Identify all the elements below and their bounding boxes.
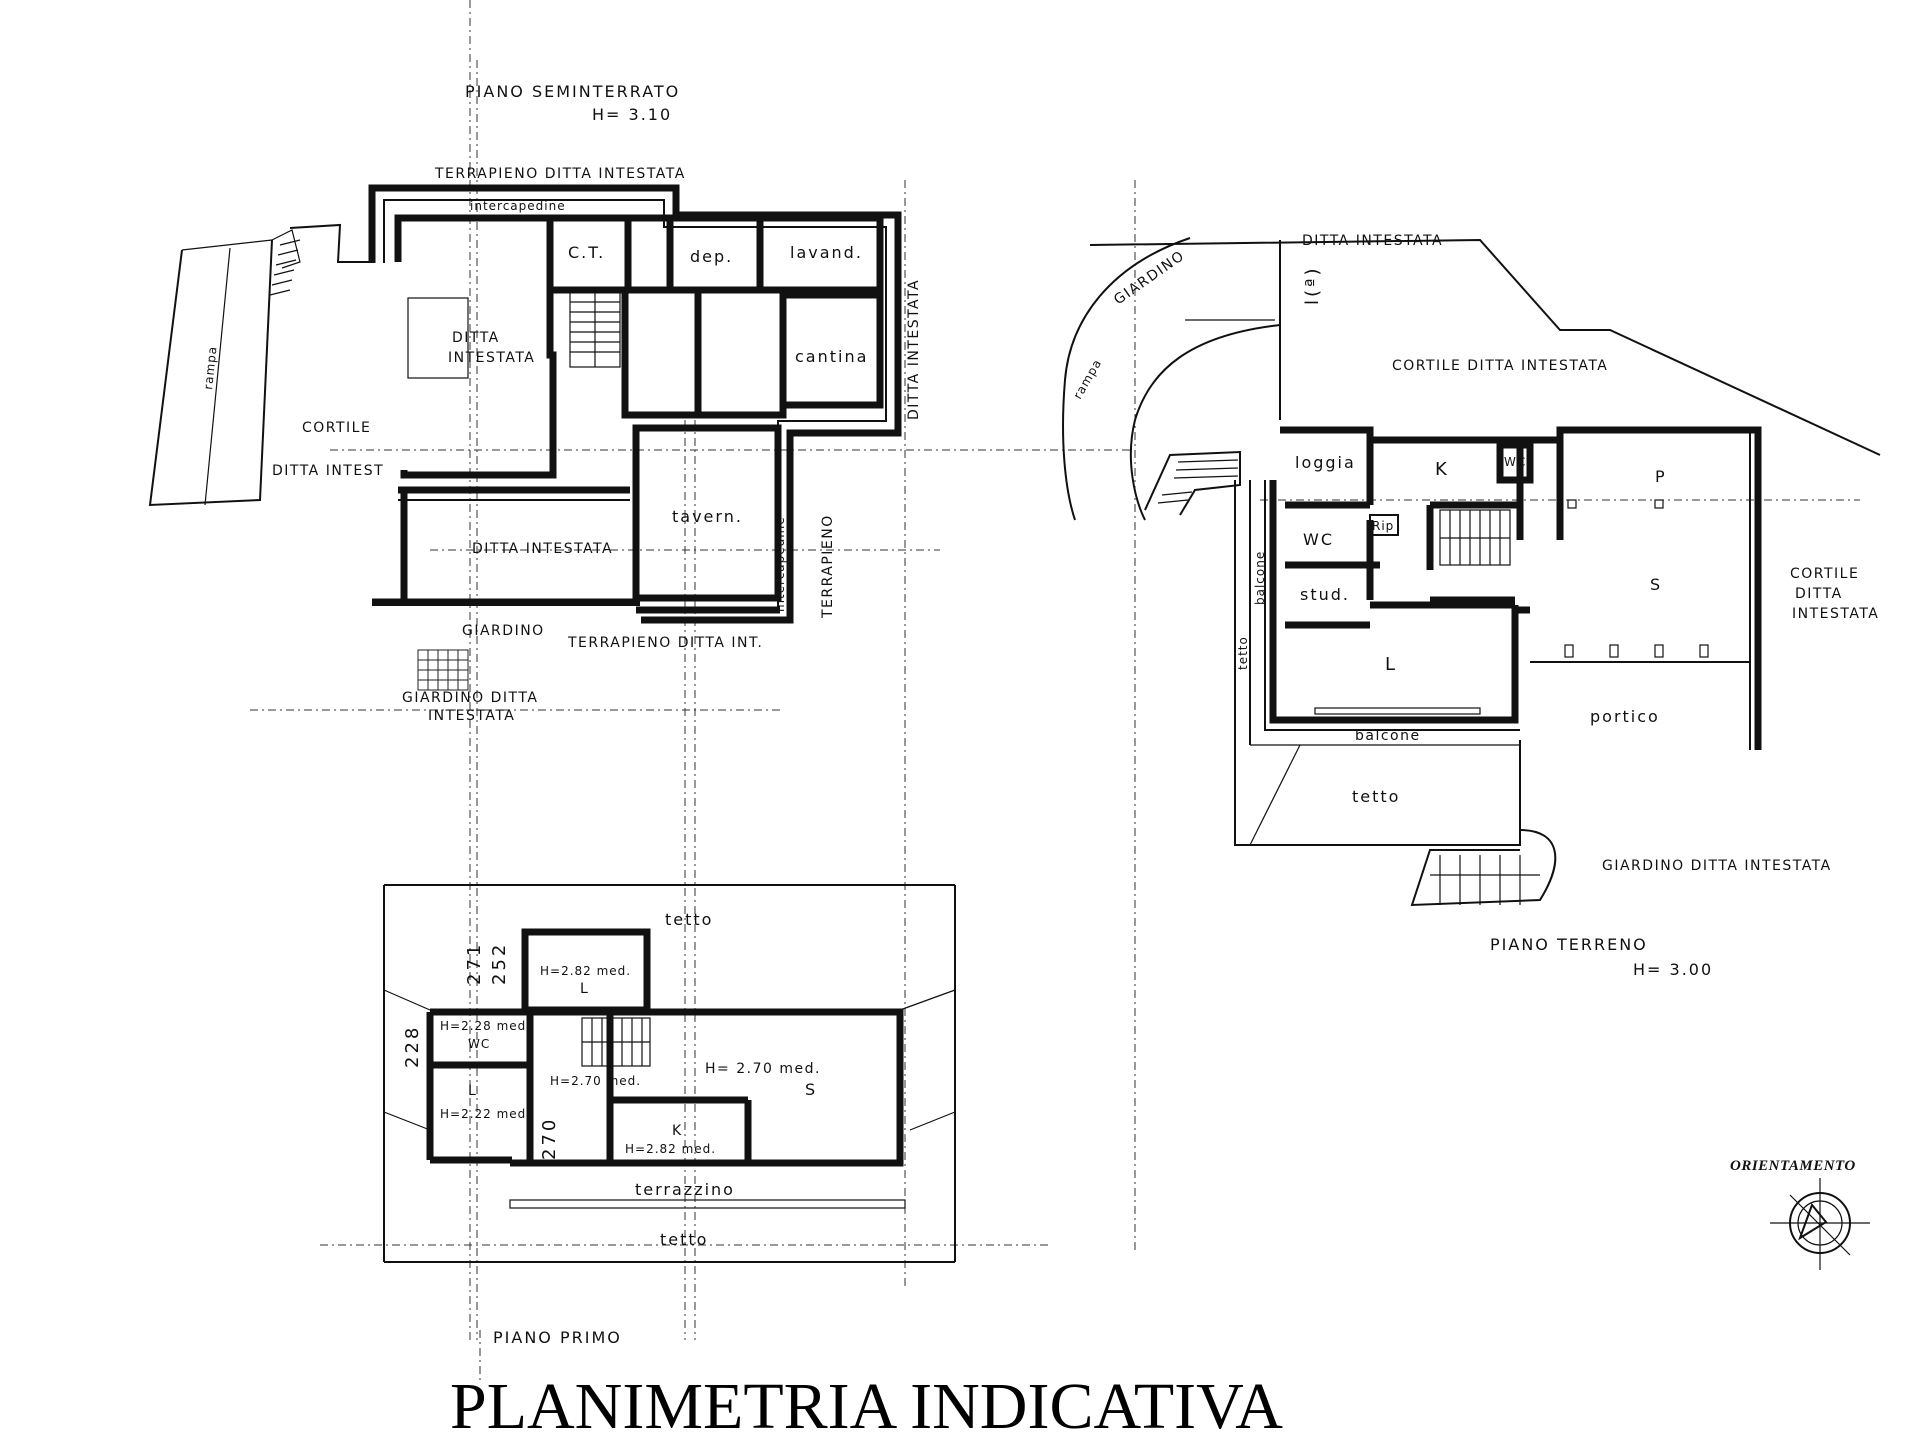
ground-label-wc-small: WC (1504, 455, 1526, 469)
first-label-h-l-room: H=2.82 med. (540, 964, 631, 978)
ground-label-k: K (1435, 459, 1450, 480)
basement-label-dep: dep. (690, 247, 733, 266)
first-label-dim-left: 228 (402, 1025, 423, 1068)
orientation-compass: ORIENTAMENTO (1730, 1158, 1870, 1270)
ground-label-cortile-right-2: DITTA (1795, 586, 1843, 602)
ground-title: PIANO TERRENO (1490, 935, 1648, 954)
page-title: PLANIMETRIA INDICATIVA (450, 1370, 1283, 1441)
basement-label-terrapieno-bottom: TERRAPIENO DITTA INT. (567, 635, 763, 651)
ground-label-note: l(ª) (1302, 265, 1323, 305)
ground-label-tetto-side: tetto (1236, 636, 1250, 670)
ground-label-tetto: tetto (1352, 787, 1400, 806)
first-label-s: S (805, 1080, 817, 1099)
basement-label-intercapedine-top: intercapedine (470, 199, 566, 213)
basement-label-giardino-ditta: GIARDINO DITTA (402, 690, 538, 706)
basement-label-lavand: lavand. (790, 243, 863, 262)
ground-external-stair (1144, 450, 1241, 516)
basement-label-intercapedine-right: intercapedine (773, 516, 787, 612)
basement-garden-hatch (417, 649, 469, 691)
first-label-dim-top2: 271 (464, 942, 485, 985)
ground-label-s: S (1650, 575, 1662, 594)
basement-label-terrapieno-top: TERRAPIENO DITTA INTESTATA (434, 166, 686, 182)
first-floor-plan: tetto H=2.82 med. L 252 271 H=2.28 med W… (383, 884, 956, 1347)
basement-plan: PIANO SEMINTERRATO H= 3.10 TERRAPIENO DI… (148, 82, 922, 724)
first-label-l: L (468, 1083, 477, 1099)
ground-label-giardino-bottom: GIARDINO DITTA INTESTATA (1602, 858, 1832, 874)
first-label-dim-top: 252 (489, 942, 510, 985)
first-label-h-wc: H=2.28 med (440, 1019, 526, 1033)
basement-ramp (148, 239, 273, 507)
basement-external-stair (269, 223, 372, 296)
ground-label-l: L (1385, 654, 1398, 675)
basement-stair (569, 291, 621, 368)
ground-floor-plan: DITTA INTESTATA GIARDINO rampa l(ª) CORT… (1062, 233, 1881, 979)
ground-label-rip: Rip (1372, 519, 1394, 533)
ground-label-ditta-intestata-top: DITTA INTESTATA (1302, 233, 1443, 249)
basement-label-ditta-intest: DITTA INTEST (272, 463, 384, 479)
basement-label-intestata: INTESTATA (448, 350, 535, 366)
basement-label-cortile: CORTILE (302, 420, 371, 436)
ground-stair (1439, 509, 1511, 566)
first-label-wc: WC (468, 1037, 490, 1051)
ground-label-balcone-side: balcone (1253, 551, 1267, 605)
basement-label-cantina: cantina (795, 347, 868, 366)
ground-label-cortile-right-1: CORTILE (1790, 566, 1859, 582)
basement-label-giardino: GIARDINO (462, 623, 545, 639)
ground-ramp (1062, 237, 1281, 521)
first-label-dim-mid: 270 (539, 1117, 560, 1160)
ground-label-rampa: rampa (1070, 356, 1104, 401)
basement-label-intestata-bottom: INTESTATA (428, 708, 515, 724)
ground-label-cortile-top: CORTILE DITTA INTESTATA (1392, 358, 1608, 374)
first-stair (581, 1017, 651, 1067)
ground-label-loggia: loggia (1295, 453, 1356, 472)
ground-label-balcone: balcone (1355, 728, 1421, 744)
orientation-label: ORIENTAMENTO (1730, 1158, 1856, 1174)
first-label-k: K (672, 1123, 683, 1139)
first-label-l-top: L (580, 981, 589, 997)
ground-label-cortile-right-3: INTESTATA (1792, 606, 1879, 622)
ground-columns (1564, 499, 1709, 658)
basement-label-ct: C.T. (568, 243, 605, 262)
basement-title: PIANO SEMINTERRATO (465, 82, 680, 101)
ground-label-p: P (1655, 467, 1667, 486)
basement-label-ditta-intestata-right: DITTA INTESTATA (906, 279, 922, 420)
basement-label-ditta-intestata-lower: DITTA INTESTATA (472, 541, 613, 557)
ground-height: H= 3.00 (1633, 960, 1713, 979)
ground-label-wc: WC (1303, 530, 1334, 549)
first-label-terrazzino: terrazzino (635, 1180, 735, 1199)
first-label-h-mid: H=2.70 med. (550, 1074, 641, 1088)
ground-label-studio: stud. (1300, 585, 1350, 604)
basement-label-ditta: DITTA (452, 330, 500, 346)
basement-label-rampa: rampa (201, 345, 220, 390)
basement-height: H= 3.10 (592, 105, 672, 124)
first-label-h-s: H= 2.70 med. (705, 1061, 821, 1077)
first-title: PIANO PRIMO (493, 1328, 622, 1347)
basement-label-tavern: tavern. (672, 507, 743, 526)
basement-label-terrapieno-right: TERRAPIENO (820, 514, 836, 619)
first-label-h-l: H=2.22 med. (440, 1107, 531, 1121)
first-label-tetto-top: tetto (665, 910, 713, 929)
first-label-tetto-bottom: tetto (660, 1230, 708, 1249)
first-label-h-k: H=2.82 med. (625, 1142, 716, 1156)
ground-label-portico: portico (1590, 707, 1660, 726)
ground-curved-stair (1410, 829, 1557, 907)
